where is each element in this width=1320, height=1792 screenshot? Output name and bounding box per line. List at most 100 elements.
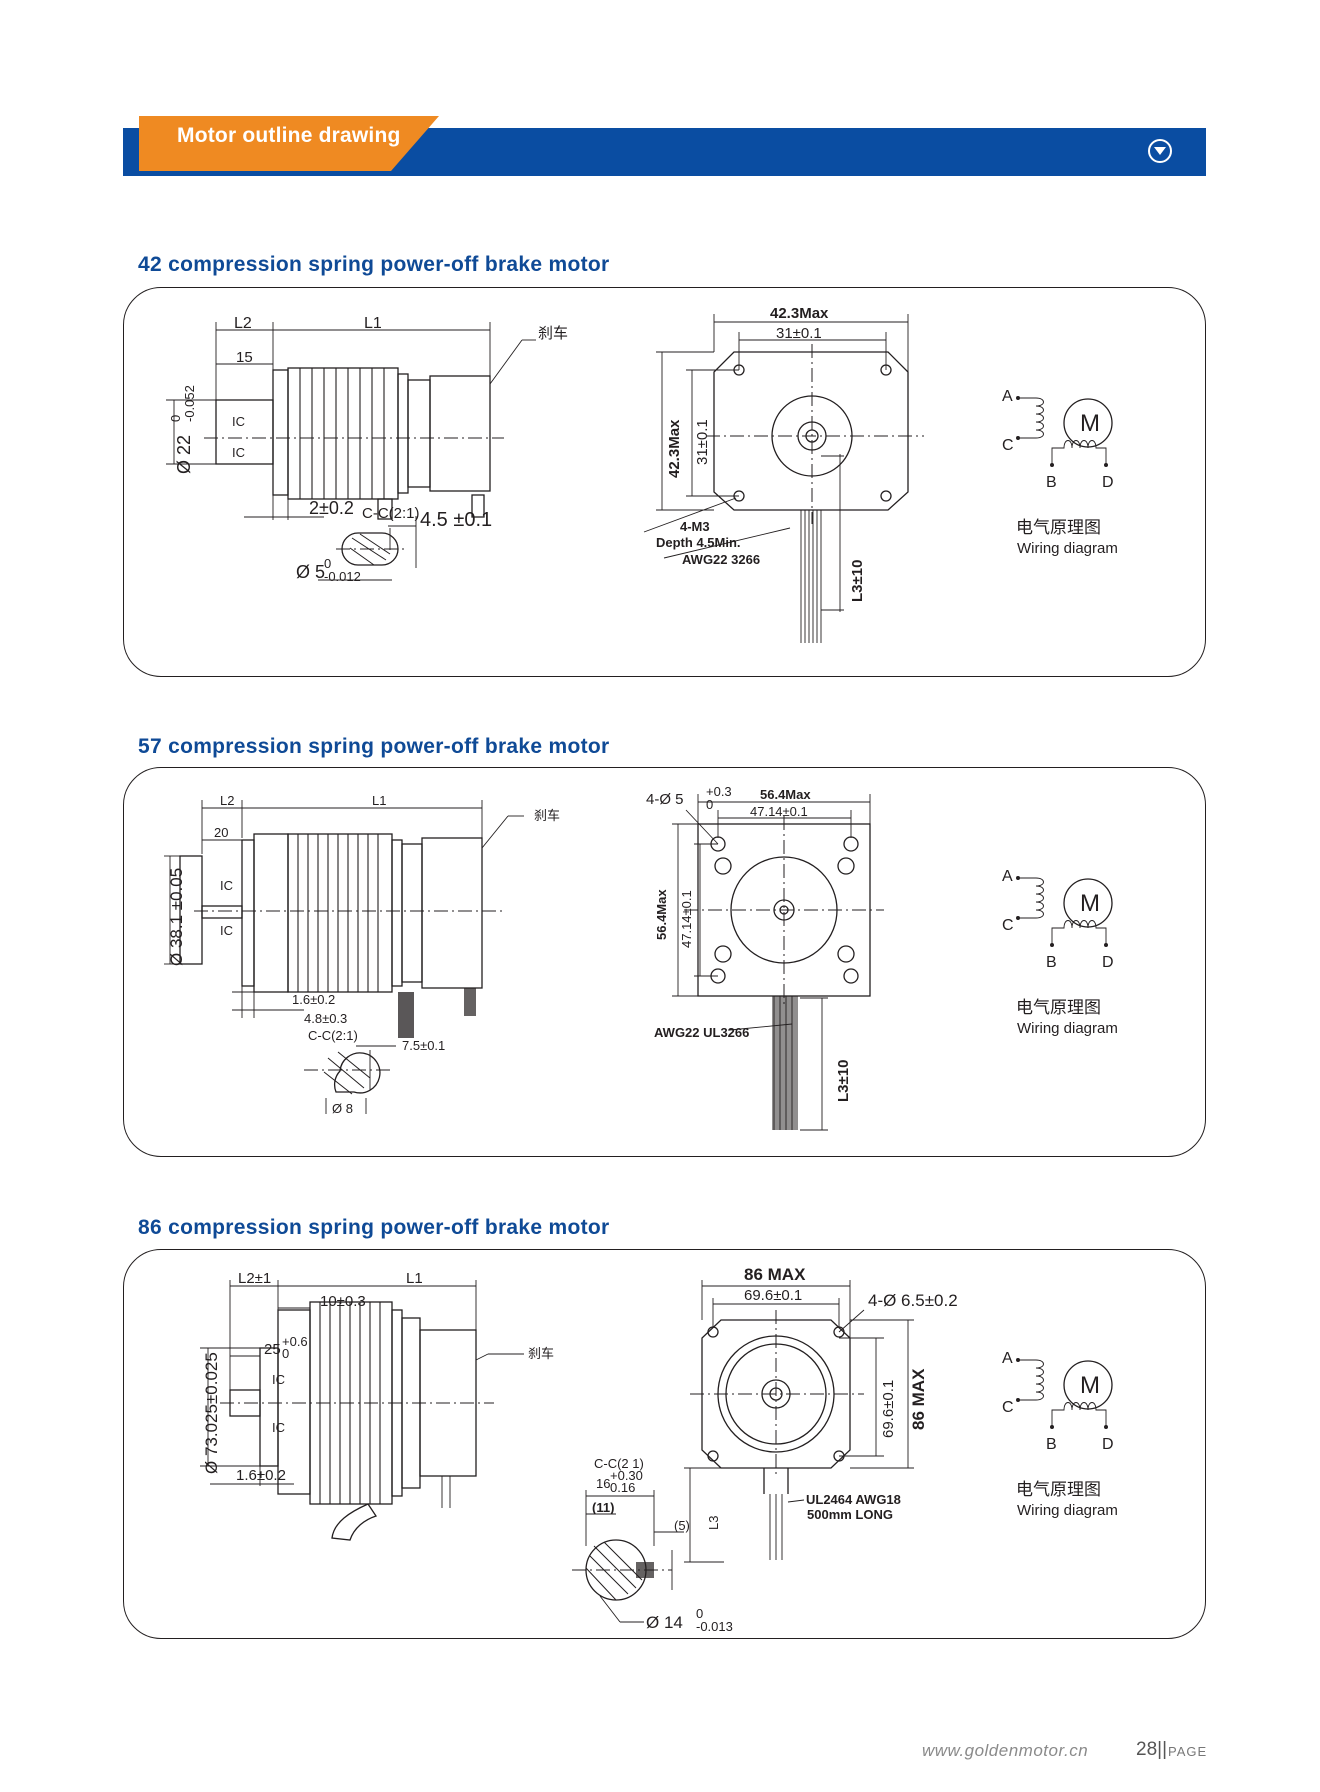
key-tol-lower: 0.16: [610, 1480, 635, 1495]
svg-text:L3±10: L3±10: [849, 560, 866, 602]
wire-c: C: [1002, 437, 1014, 454]
wire-b: B: [1046, 1436, 1057, 1453]
dim-key-depth: (5): [674, 1518, 690, 1533]
shaft-tol-lower: -0.012: [324, 569, 361, 584]
section-label: C-C(2:1): [362, 505, 420, 522]
dim-width-max: 42.3Max: [770, 305, 829, 322]
wiring-caption-en: Wiring diagram: [1017, 540, 1118, 557]
wiring-diagram-42: [1016, 396, 1113, 467]
screw-depth: Depth 4.5Min.: [656, 535, 741, 550]
svg-text:31±0.1: 31±0.1: [694, 419, 711, 465]
dim-boss-diameter: Ø 22 0 -0.052: [168, 385, 197, 474]
dim-boss-diameter: Ø 38.1 ±0.05: [167, 868, 186, 966]
banner-tab: Motor outline drawing: [139, 116, 439, 171]
chevron-down-circle-icon[interactable]: [1148, 139, 1172, 163]
wiring-caption-cn: 电气原理图: [1016, 518, 1101, 537]
wire-d: D: [1102, 1436, 1114, 1453]
dim-lead-length: L3: [706, 1516, 721, 1530]
dim-key-inner: (11): [592, 1500, 614, 1515]
dim-width-max: 56.4Max: [760, 787, 811, 802]
side-view-42: [166, 322, 536, 520]
drawing-panel-86: L2±1 L1 刹车 10±0.3 25 +0.6 0 IC IC Ø 73.0…: [123, 1249, 1206, 1639]
dim-hole-pitch: 31±0.1: [776, 325, 822, 342]
wire-spec: UL2464 AWG18: [806, 1492, 901, 1507]
dim-shaft-length: 15: [236, 349, 253, 366]
wiring-caption-en: Wiring diagram: [1017, 1502, 1118, 1519]
drawing-42: L2 L1 刹车 15 IC IC Ø 22 0 -0.052 2±0.2 C-…: [166, 305, 1118, 643]
dim-l1: L1: [406, 1270, 423, 1287]
svg-text:47.14±0.1: 47.14±0.1: [679, 890, 694, 948]
section-label: C-C(2 1): [594, 1456, 644, 1471]
wire-b: B: [1046, 474, 1057, 491]
dim-boss-diameter: Ø 73.025±0.025: [202, 1352, 221, 1474]
dim-shaft-length: 20: [214, 825, 228, 840]
dim-l2: L2: [234, 315, 252, 332]
shaft-len-tol-upper: +0.6: [282, 1334, 308, 1349]
motor-symbol: M: [1080, 890, 1100, 917]
dim-lead-length: L3±10: [835, 1060, 852, 1102]
page-separator: ||: [1157, 1739, 1168, 1760]
dim-shaft-length: 25: [264, 1341, 281, 1358]
dim-l2: L2: [220, 793, 234, 808]
dim-hole-pitch: 69.6±0.1: [744, 1287, 802, 1304]
svg-text:L3: L3: [706, 1516, 721, 1530]
section-title-57: 57 compression spring power-off brake mo…: [138, 735, 610, 758]
svg-text:42.3Max: 42.3Max: [666, 419, 683, 478]
wire-c: C: [1002, 917, 1014, 934]
wiring-diagram-86: [1016, 1358, 1113, 1429]
motor-symbol: M: [1080, 410, 1100, 437]
wire-d: D: [1102, 474, 1114, 491]
svg-text:86 MAX: 86 MAX: [909, 1368, 928, 1430]
dim-flange-thickness: 1.6±0.2: [292, 992, 335, 1007]
footer-url[interactable]: www.goldenmotor.cn: [922, 1741, 1089, 1760]
dim-shaft-diameter: Ø 5: [296, 562, 325, 582]
wire-b: B: [1046, 954, 1057, 971]
wiring-caption-cn: 电气原理图: [1016, 998, 1101, 1017]
ic-label-top: IC: [220, 878, 233, 893]
dim-hole-pitch-v: 69.6±0.1: [880, 1380, 897, 1438]
drawing-86: L2±1 L1 刹车 10±0.3 25 +0.6 0 IC IC Ø 73.0…: [200, 1265, 1118, 1634]
shaft-section-86: [572, 1490, 684, 1623]
wiring-caption-en: Wiring diagram: [1017, 1020, 1118, 1037]
drawing-panel-42: L2 L1 刹车 15 IC IC Ø 22 0 -0.052 2±0.2 C-…: [123, 287, 1206, 677]
screw-callout: 4-M3: [680, 519, 710, 534]
ic-label-bottom: IC: [220, 923, 233, 938]
svg-text:69.6±0.1: 69.6±0.1: [880, 1380, 897, 1438]
holes-tol-upper: +0.3: [706, 784, 732, 799]
dim-hole-pitch: 47.14±0.1: [750, 804, 808, 819]
wiring-diagram-57: [1016, 876, 1113, 947]
ic-label-bottom: IC: [232, 445, 245, 460]
wire-d: D: [1102, 954, 1114, 971]
ic-label-top: IC: [272, 1372, 285, 1387]
drawing-57: L2 L1 刹车 20 IC IC Ø 38.1 ±0.05 1.6±0.2 4…: [164, 784, 1118, 1131]
shaft-section-42: [318, 516, 417, 581]
brake-label: 刹车: [534, 808, 560, 823]
wire-c: C: [1002, 1399, 1014, 1416]
dim-l1: L1: [364, 315, 382, 332]
dim-shaft-diameter: Ø 8: [332, 1101, 353, 1116]
dim-height-max: 86 MAX: [909, 1368, 928, 1430]
svg-text:-0.052: -0.052: [182, 385, 197, 422]
wiring-caption-cn: 电气原理图: [1016, 1480, 1101, 1499]
dim-flange-thickness: 1.6±0.2: [236, 1467, 286, 1484]
dim-flange-thickness: 2±0.2: [309, 498, 354, 518]
section-banner: Motor outline drawing: [123, 116, 1206, 176]
svg-text:56.4Max: 56.4Max: [654, 889, 669, 940]
front-view-86: [684, 1280, 914, 1563]
dim-hole-pitch-v: 31±0.1: [694, 419, 711, 465]
dim-shaft-diameter: Ø 14: [646, 1613, 683, 1632]
dim-boss-length: 10±0.3: [320, 1293, 366, 1310]
front-view-57: [672, 794, 884, 1131]
dim-width-max: 86 MAX: [744, 1265, 806, 1284]
dim-mount-holes: 4-Ø 6.5±0.2: [868, 1291, 958, 1310]
wire-spec: AWG22 3266: [682, 552, 760, 567]
dim-flat: 7.5±0.1: [402, 1038, 445, 1053]
svg-text:0: 0: [168, 415, 183, 422]
page-label: PAGE: [1168, 1744, 1208, 1759]
banner-title: Motor outline drawing: [177, 124, 401, 147]
dim-height-max: 42.3Max: [666, 419, 683, 478]
side-view-86: [200, 1280, 524, 1541]
svg-text:Ø 22: Ø 22: [174, 435, 194, 474]
shaft-section-57: [304, 1045, 396, 1114]
svg-text:Ø 73.025±0.025: Ø 73.025±0.025: [202, 1352, 221, 1474]
